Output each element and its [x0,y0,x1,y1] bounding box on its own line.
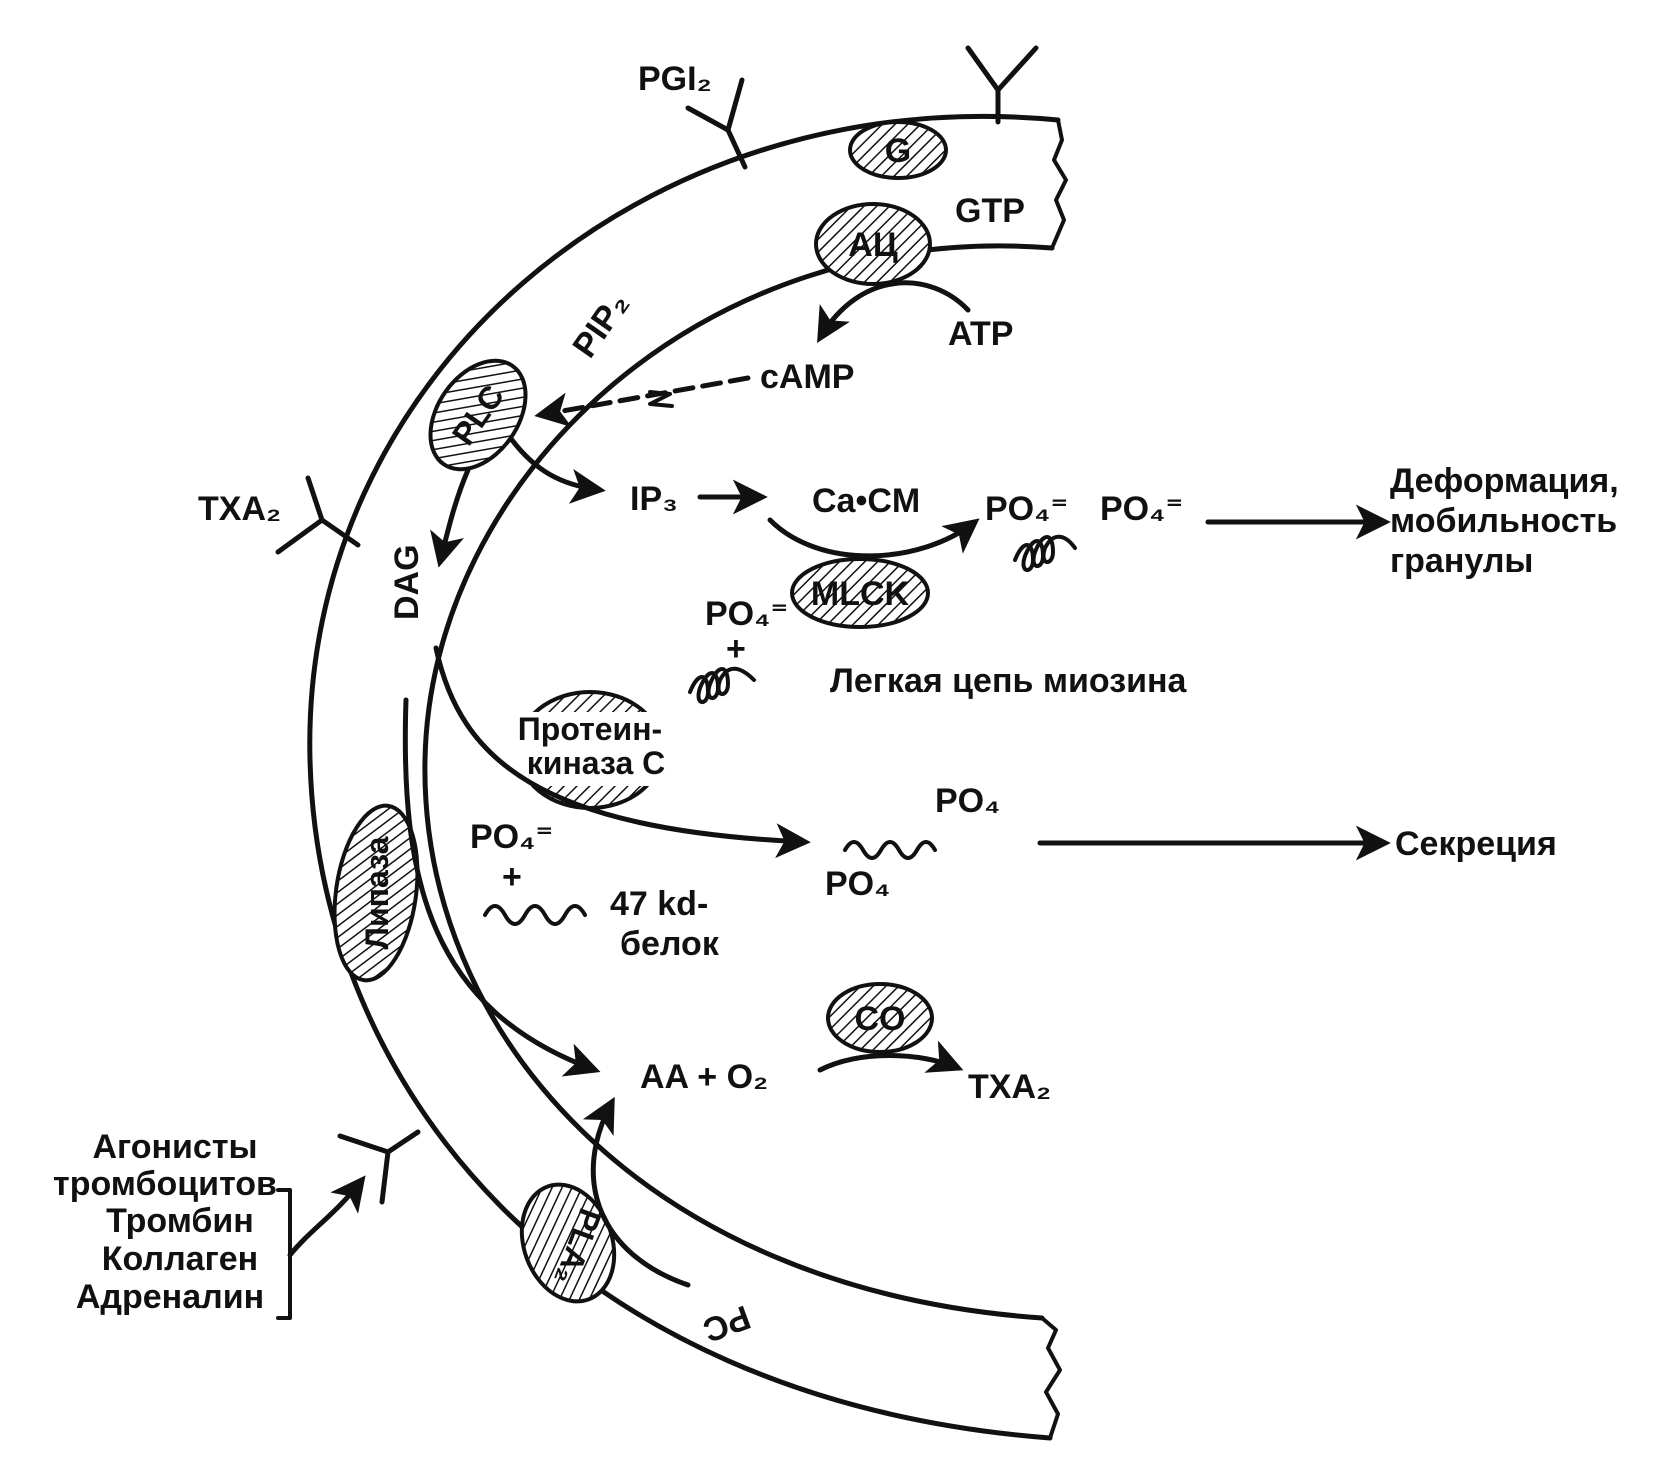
svg-text:CO: CO [855,1000,906,1038]
atp-to-camp-arrow [817,280,971,344]
po4-charged-2: PO₄⁼ [1100,490,1183,528]
protein-47kd-line2: белок [620,925,720,963]
myosin-light-chain-coil [688,666,756,704]
camp-inhibit-arrow [534,375,751,428]
inhibit-mark [648,390,674,408]
cell-membrane [307,113,1068,1441]
receptor-top-right [965,45,1039,125]
lipase-enzyme: Липаза [332,803,420,983]
pgi2-label: PGI₂ [638,60,712,98]
plus-1: + [726,630,746,668]
receptor-pgi2: PGI₂ [638,60,748,170]
mlck-enzyme: MLCK [790,557,930,629]
po4-secretion-bottom: PO₄ [825,865,890,903]
lipase-to-aa-arrow [402,697,601,1077]
po4-charged-1: PO₄⁼ [985,490,1068,528]
protein-47kd-line1: 47 kd- [610,885,708,923]
svg-text:MLCK: MLCK [811,575,910,613]
myosin-light-chain-label: Легкая цепь миозина [830,662,1188,700]
receptor-agonist [337,1129,421,1205]
atp-label: ATP [948,315,1013,353]
secretion-label: Секреция [1395,825,1557,863]
cacm-to-po4-arrow [767,517,980,559]
protein-kinase-c: Протеин- киназа C [500,690,680,810]
myosin-phosphorylated [1013,534,1077,572]
protein-47kd-coil [483,904,587,926]
gtp-label: GTP [955,192,1025,230]
pc-to-aa-arrow [582,1096,691,1288]
txa2-receptor-label: TXA₂ [198,490,281,528]
svg-text:АЦ: АЦ [848,226,898,264]
po4-secretion-top: PO₄ [935,782,1000,820]
adenylate-cyclase: АЦ [814,202,932,286]
deformation-line3: гранулы [1390,542,1533,580]
po4-pkc: PO₄⁼ [470,818,553,856]
plus-2: + [502,858,522,896]
pla2-enzyme: PLA₂ [519,1182,617,1304]
agonists-title-1: Агонисты [92,1128,257,1166]
plc-enzyme: PLC [428,358,528,472]
svg-text:G: G [885,132,911,170]
agonists-list: Агонисты тромбоцитов Тромбин Коллаген Ад… [53,1128,366,1320]
dag-to-secretion-arrow [433,645,811,859]
camp-label: cAMP [760,358,854,396]
svg-text:Липаза: Липаза [359,836,395,949]
deformation-line1: Деформация, [1390,462,1619,500]
cyclooxygenase: CO [826,982,934,1054]
protein-phosphorylated-coil [843,840,937,860]
svg-text:Протеин-: Протеин- [518,711,662,747]
g-protein: G [848,120,948,180]
po4-mlck: PO₄⁼ [705,595,788,633]
txa2-product-label: TXA₂ [968,1068,1051,1106]
agonist-item-2: Коллаген [102,1240,258,1278]
receptor-txa2: TXA₂ [198,475,361,555]
svg-text:киназа C: киназа C [527,745,665,781]
pip2-label: PIP₂ [565,286,636,365]
plc-to-ip3-arrow [509,437,606,504]
aa-to-txa2-arrow [817,1040,964,1073]
deformation-line2: мобильность [1390,502,1617,540]
ip3-label: IP₃ [630,480,678,518]
agonists-arrow [287,1175,366,1258]
pc-label: PC [698,1297,755,1349]
aa-o2-label: AA + O₂ [640,1058,768,1096]
agonist-item-1: Тромбин [106,1202,254,1240]
agonist-item-3: Адреналин [76,1278,264,1316]
agonists-title-2: тромбоцитов [53,1165,277,1203]
plc-to-dag-arrow [430,467,471,568]
cacm-label: Ca•CM [812,482,920,520]
dag-label: DAG [388,544,426,620]
